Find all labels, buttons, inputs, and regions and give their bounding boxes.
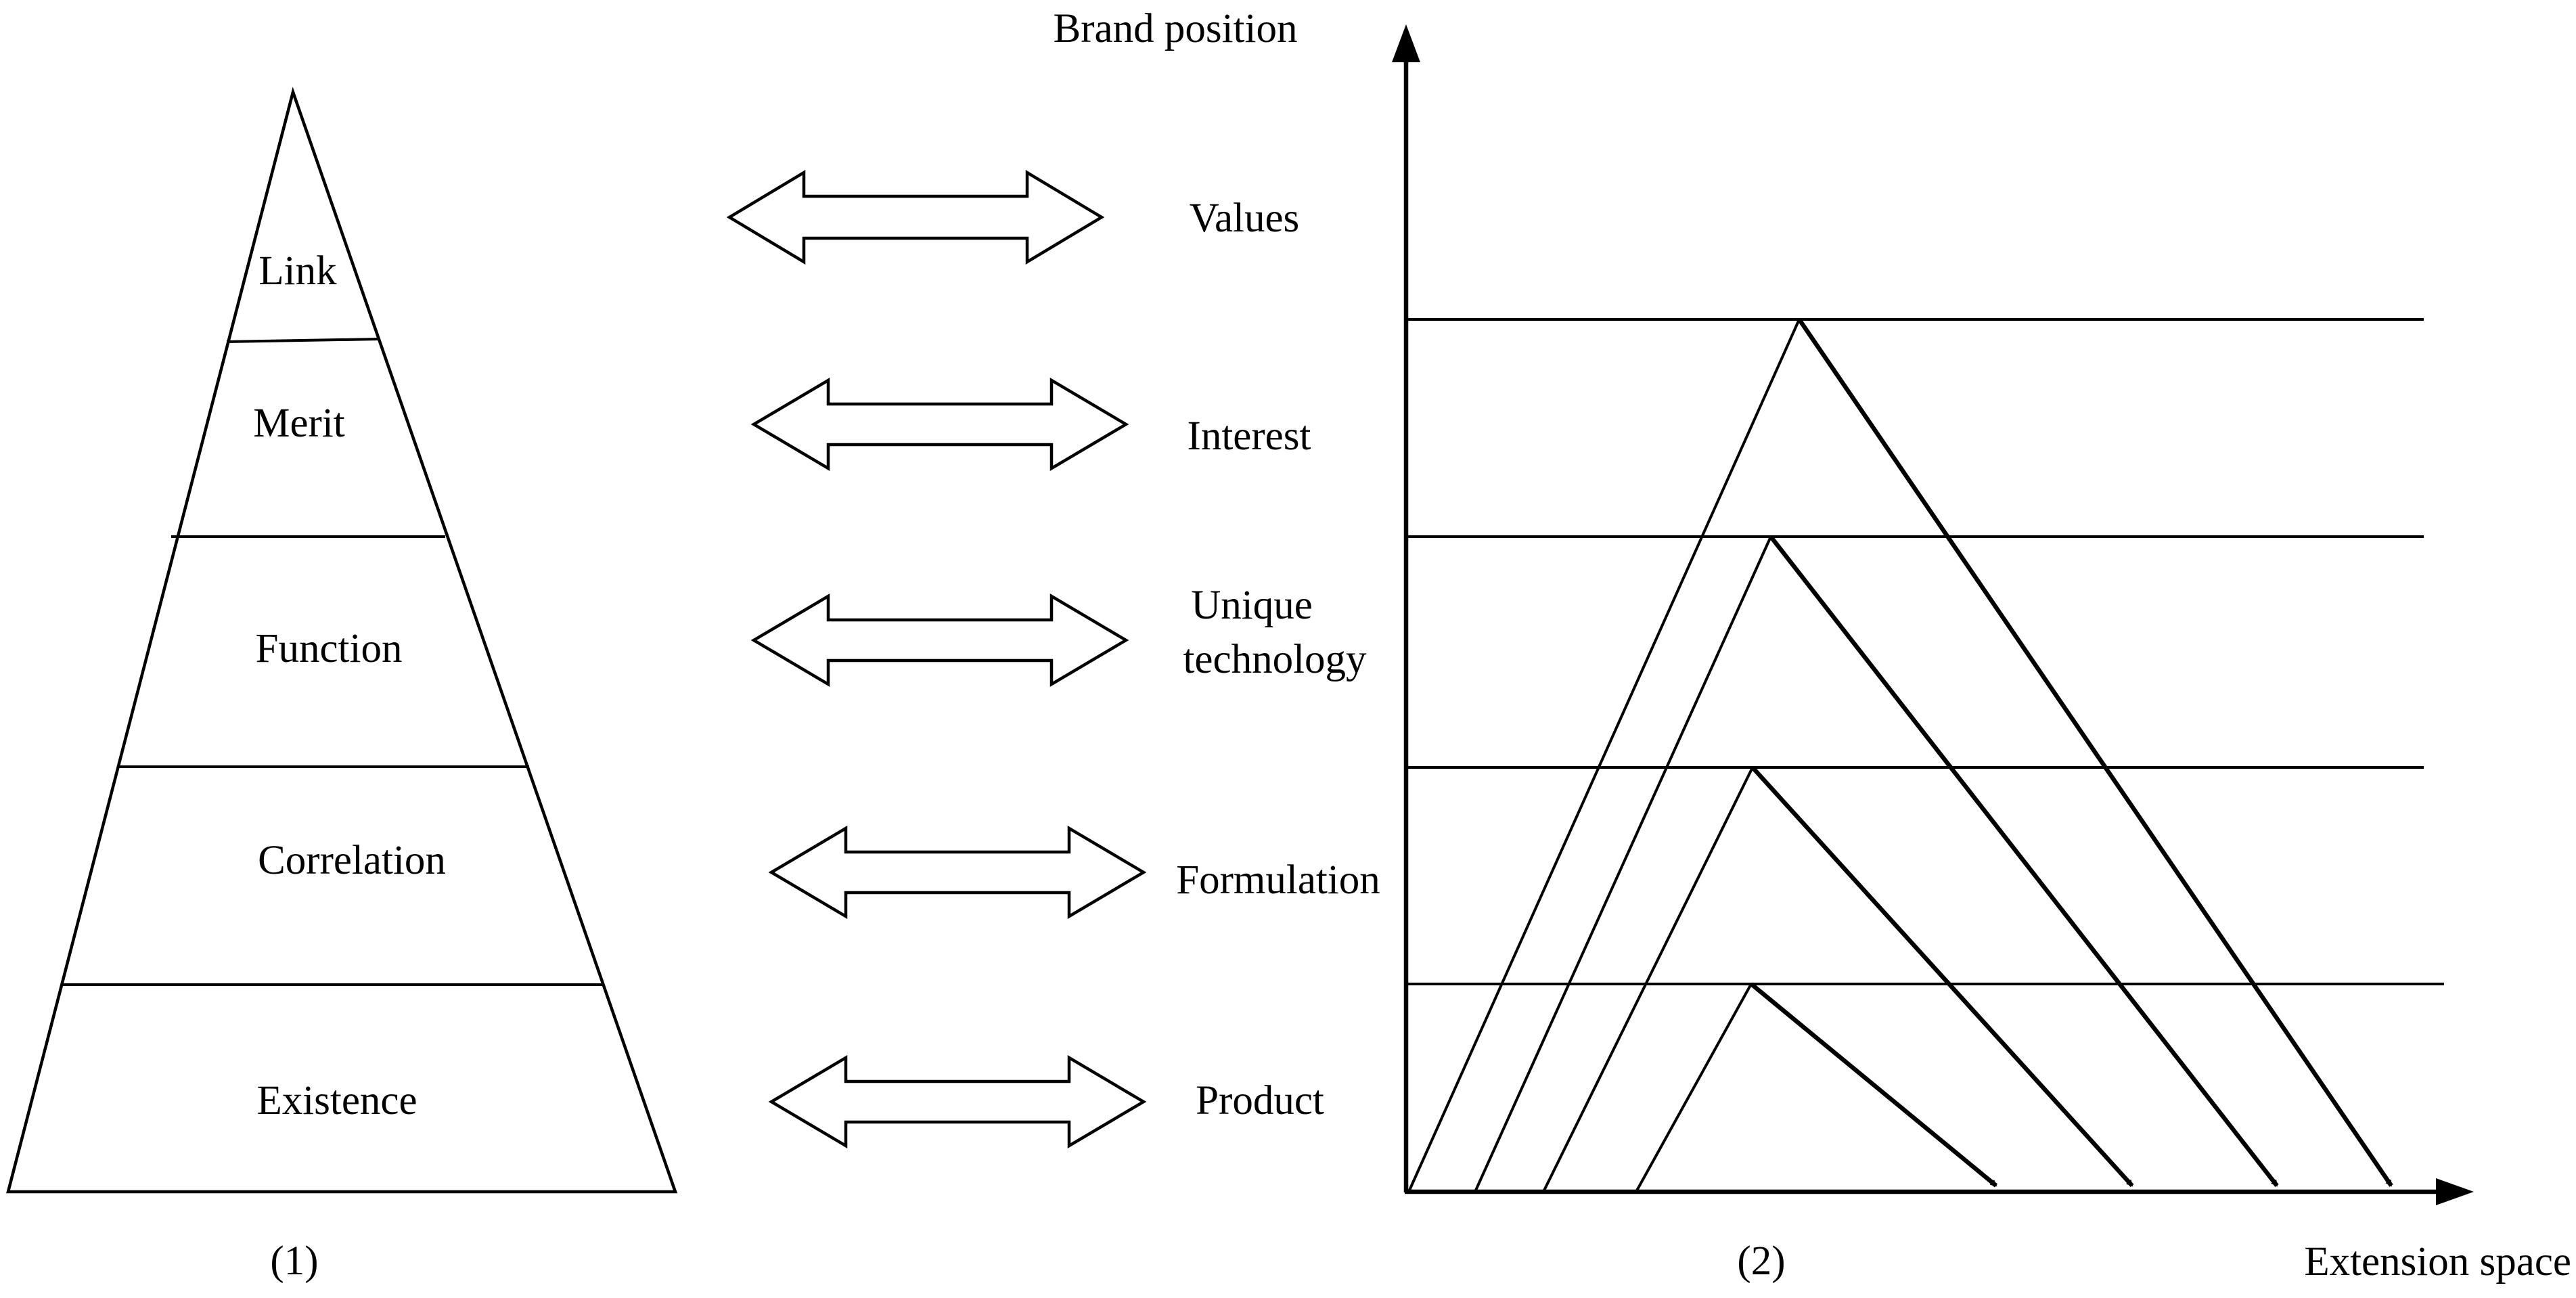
target-label-product: Product [1196, 1078, 1324, 1123]
target-label-values: Values [1190, 196, 1300, 241]
double-arrow-values [726, 170, 1105, 265]
pyramid-level-existence: Existence [256, 1078, 417, 1123]
y-axis-arrowhead [1392, 24, 1420, 62]
double-arrow-unique-technology [750, 594, 1129, 687]
double-arrow-interest [750, 378, 1129, 471]
triangle-1-right-arrow [1797, 318, 2393, 1187]
pyramid: Link Merit Function Correlation Existenc… [6, 87, 678, 1284]
y-axis-label: Brand position [1054, 6, 1298, 51]
target-label-technology: technology [1183, 637, 1367, 682]
triangle-1-left-leg [1407, 319, 1801, 1192]
pyramid-caption: (1) [270, 1238, 318, 1284]
target-label-formulation: Formulation [1176, 857, 1380, 903]
triangle-2-left-leg [1474, 536, 1772, 1192]
extension-chart-caption: (2) [1737, 1238, 1785, 1284]
triangle-4-left-leg [1635, 983, 1753, 1192]
triangle-2-right-arrow [1769, 535, 2279, 1187]
triangle-3-left-leg [1542, 767, 1754, 1192]
mapping-arrows [726, 170, 1147, 1148]
triangle-3-right-arrow [1750, 765, 2134, 1188]
pyramid-outline [6, 87, 678, 1194]
mapping-targets: Values Interest Unique technology Formul… [1176, 196, 1380, 1123]
target-label-interest: Interest [1188, 413, 1311, 459]
pyramid-level-function: Function [256, 626, 403, 671]
double-arrow-product [768, 1055, 1147, 1148]
x-axis-label: Extension space [2304, 1239, 2571, 1284]
pyramid-level-link: Link [258, 248, 337, 294]
extension-chart: Brand position Extension space (2) [1054, 6, 2571, 1284]
pyramid-level-merit: Merit [253, 401, 345, 446]
triangle-4-right-arrow [1749, 982, 1998, 1188]
x-axis-arrowhead [2436, 1178, 2474, 1205]
target-label-unique: Unique [1191, 583, 1313, 628]
pyramid-divider-1 [226, 338, 380, 343]
pyramid-level-correlation: Correlation [258, 838, 446, 883]
double-arrow-formulation [768, 826, 1147, 919]
